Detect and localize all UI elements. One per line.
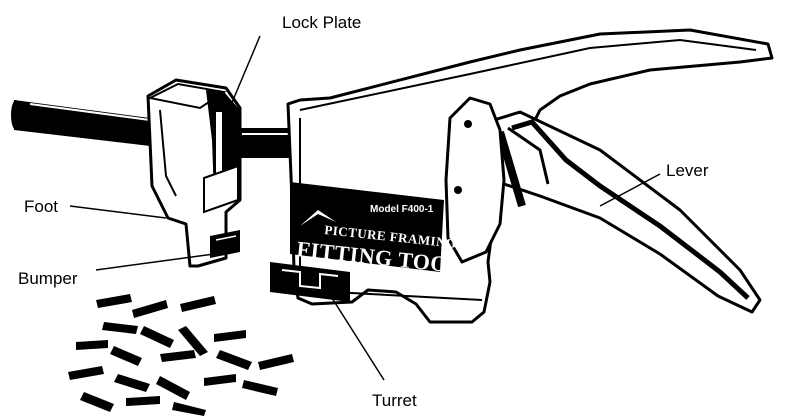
leader-turret — [331, 297, 385, 381]
leader-lines — [69, 35, 661, 381]
push-rod — [11, 100, 151, 146]
logo-mark — [300, 210, 336, 226]
leader-bumper — [95, 253, 215, 271]
label-bumper: Bumper — [18, 269, 78, 288]
lever-handle — [444, 96, 762, 314]
foot-assembly — [146, 78, 242, 268]
shaft — [238, 128, 292, 158]
leader-lock-plate — [227, 35, 261, 113]
label-turret: Turret — [372, 391, 417, 410]
label-lock-plate: Lock Plate — [282, 13, 361, 32]
fitting-points — [68, 294, 294, 416]
leader-foot — [69, 205, 167, 219]
label-foot: Foot — [24, 197, 58, 216]
plate-model-text: Model F400-1 — [370, 204, 434, 215]
leader-lever — [599, 173, 661, 207]
turret — [270, 262, 350, 302]
label-lever: Lever — [666, 161, 709, 180]
